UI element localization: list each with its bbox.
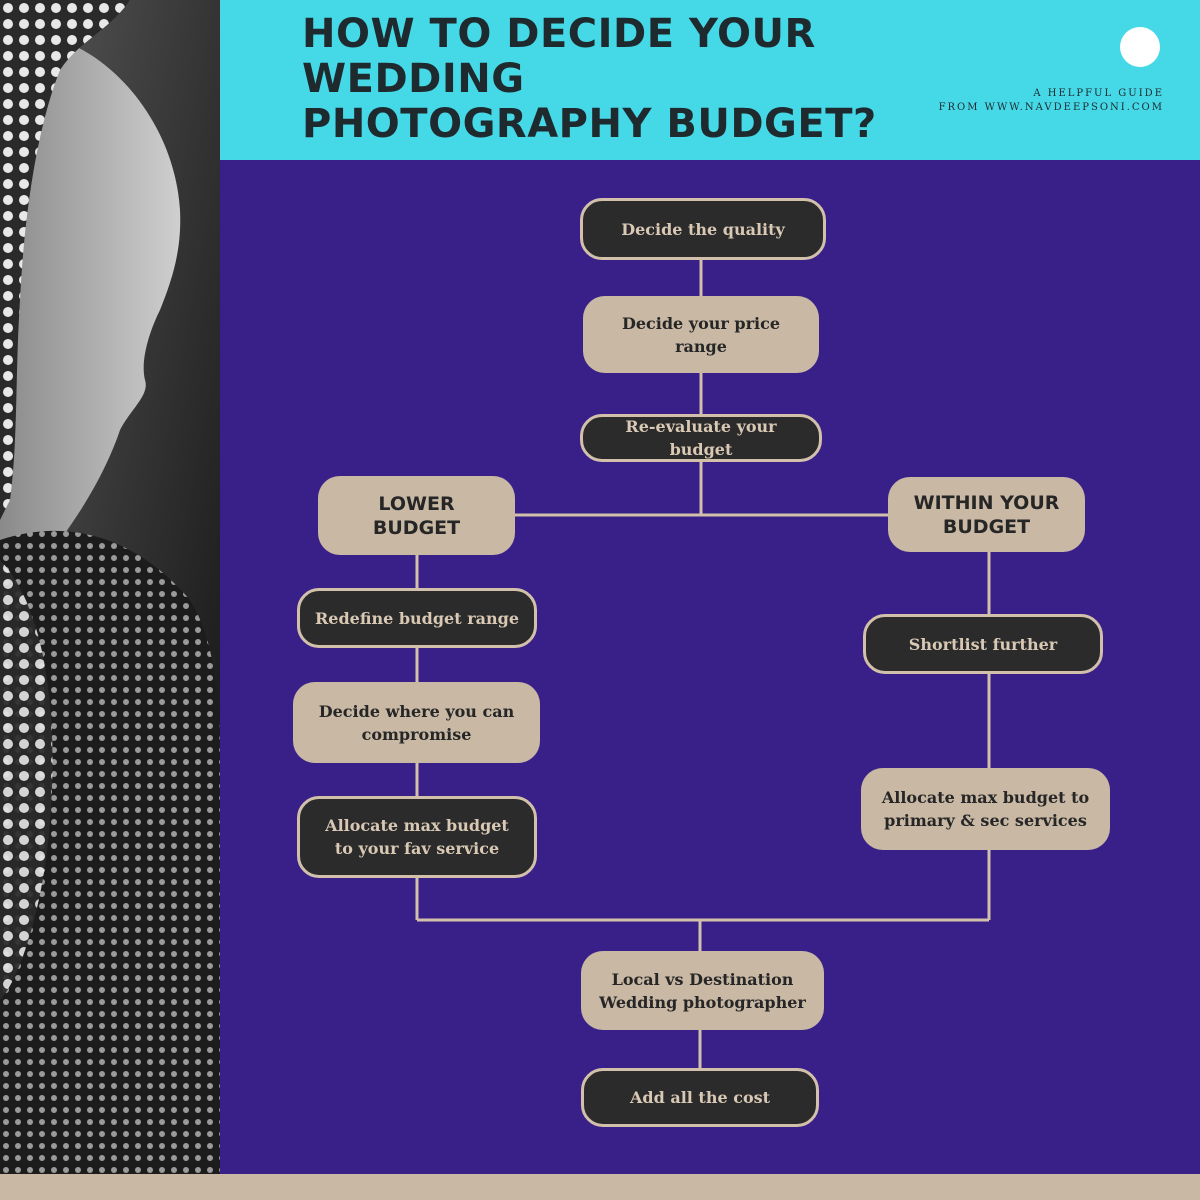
title-line: HOW TO DECIDE YOUR [302, 11, 816, 57]
node-price-range: Decide your price range [583, 296, 819, 373]
bride-photo [0, 0, 220, 1174]
title-line: PHOTOGRAPHY BUDGET? [302, 101, 877, 147]
node-within-budget: WITHIN YOUR BUDGET [888, 477, 1085, 552]
decorative-dot [1120, 27, 1160, 67]
node-local-vs-destination: Local vs Destination Wedding photographe… [581, 951, 824, 1030]
node-shortlist: Shortlist further [863, 614, 1103, 674]
page-title: HOW TO DECIDE YOUR WEDDING PHOTOGRAPHY B… [302, 12, 877, 147]
node-allocate-fav: Allocate max budget to your fav service [297, 796, 537, 878]
guide-credit: A HELPFUL GUIDE FROM WWW.NAVDEEPSONI.COM [939, 87, 1164, 115]
header-banner: HOW TO DECIDE YOUR WEDDING PHOTOGRAPHY B… [220, 0, 1200, 160]
node-lower-budget: LOWER BUDGET [318, 476, 515, 555]
node-redefine-range: Redefine budget range [297, 588, 537, 648]
node-decide-quality: Decide the quality [580, 198, 826, 260]
node-re-evaluate: Re-evaluate your budget [580, 414, 822, 462]
node-compromise: Decide where you can compromise [293, 682, 540, 763]
node-add-cost: Add all the cost [581, 1068, 819, 1127]
guide-line: FROM WWW.NAVDEEPSONI.COM [938, 102, 1164, 113]
guide-line: A HELPFUL GUIDE [1033, 88, 1164, 99]
title-line: WEDDING [302, 56, 525, 102]
footer-strip [0, 1174, 1200, 1200]
node-allocate-primary: Allocate max budget to primary & sec ser… [861, 768, 1110, 850]
